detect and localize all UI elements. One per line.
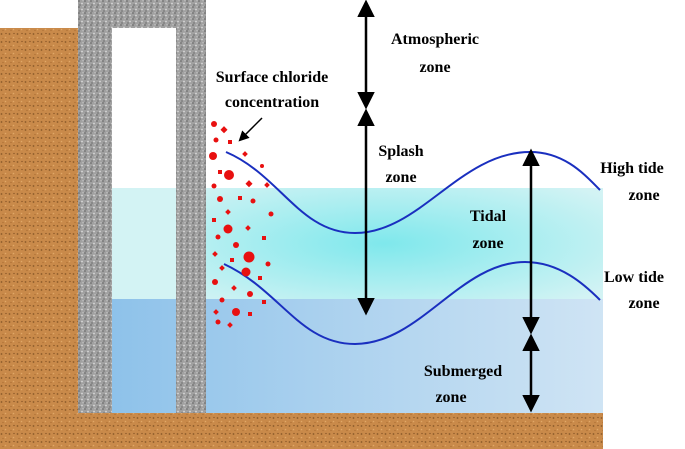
low-tide-zone-label: Low tide — [604, 269, 664, 286]
tidal-water-band — [205, 188, 603, 299]
splash-zone-label-line2: zone — [385, 169, 416, 186]
tidal-zone-label-line2: zone — [472, 235, 503, 252]
concrete-top — [78, 0, 206, 28]
atmospheric-zone-label: Atmospheric — [391, 31, 479, 48]
low-tide-wave-icon — [223, 260, 601, 346]
concrete-wall-left — [78, 0, 112, 413]
soil-bottom — [0, 413, 603, 449]
low-tide-zone-label-line2: zone — [628, 295, 659, 312]
tidal-zone-label: Tidal — [470, 208, 507, 225]
submerged-zone-label-line2: zone — [435, 389, 466, 406]
submerged-zone-label: Submerged — [424, 363, 502, 380]
soil-left-bank — [0, 28, 78, 449]
chloride-particles-icon — [209, 121, 274, 328]
high-tide-zone-label: High tide — [600, 160, 664, 177]
inner-tidal-water — [112, 188, 176, 299]
high-tide-zone-label-line2: zone — [628, 187, 659, 204]
splash-zone-label: Splash — [378, 143, 423, 160]
chloride-pointer-arrow-icon — [238, 117, 263, 142]
concrete-wall-right — [176, 0, 206, 413]
surface-chloride-label: Surface chloride — [216, 69, 328, 86]
surface-chloride-label-line2: concentration — [225, 94, 319, 111]
atmospheric-zone-label-line2: zone — [419, 59, 450, 76]
high-tide-wave-icon — [225, 150, 601, 235]
